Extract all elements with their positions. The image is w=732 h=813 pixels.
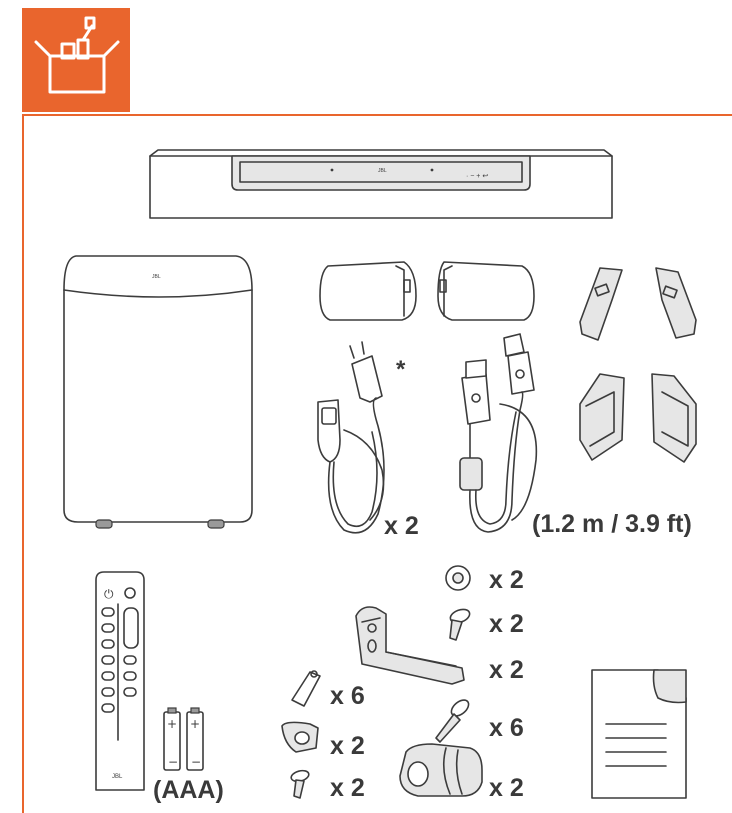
subwoofer-brand-mark: JBL: [152, 274, 161, 280]
hdmi-cable-icon: [459, 333, 538, 533]
wall-bracket-icon: [355, 606, 465, 685]
left-rule: [22, 114, 24, 813]
svg-text:+: +: [190, 717, 200, 731]
clamp-icon: [399, 743, 483, 797]
subwoofer-icon: JBL: [63, 255, 253, 529]
svg-text:+: +: [167, 717, 177, 731]
soundbar-brand-mark: JBL: [378, 168, 387, 174]
washer-qty: x 2: [489, 566, 524, 594]
speaker-brackets-icon: [579, 267, 697, 463]
svg-text:⏻: ⏻: [104, 587, 114, 601]
power-cord-icon: [317, 341, 385, 534]
small-screw-icon: [290, 769, 310, 799]
power-cord-note: *: [396, 356, 406, 383]
rear-speakers-icon: [319, 261, 535, 321]
batteries-icon: + + − −: [163, 707, 204, 771]
box-contents-icon: [34, 16, 120, 94]
header-badge: [22, 8, 130, 112]
svg-text:−: −: [168, 755, 178, 769]
remote-brand-mark: JBL: [112, 774, 123, 780]
washer-icon: [445, 565, 471, 591]
short-screw-qty: x 2: [489, 610, 524, 638]
short-screw-icon: [449, 608, 471, 641]
wall-plug-icon: [291, 670, 321, 707]
svg-text:−: −: [191, 755, 201, 769]
small-screw-qty: x 2: [330, 774, 365, 802]
wall-bracket-qty: x 2: [489, 656, 524, 684]
svg-text:· − + ↩: · − + ↩: [466, 173, 488, 180]
remote-control-icon: ⏻ JBL: [95, 571, 145, 791]
header-divider: [22, 114, 732, 116]
hdmi-cable-length: (1.2 m / 3.9 ft): [532, 510, 692, 538]
batteries-label: (AAA): [153, 776, 224, 804]
power-cord-qty: x 2: [384, 512, 419, 540]
clip-qty: x 2: [330, 732, 365, 760]
soundbar-icon: JBL · − + ↩: [149, 149, 613, 219]
long-screw-icon: [435, 699, 470, 743]
wall-plug-qty: x 6: [330, 682, 365, 710]
long-screw-qty: x 6: [489, 714, 524, 742]
clip-icon: [281, 721, 319, 753]
clamp-qty: x 2: [489, 774, 524, 802]
document-icon: [591, 669, 687, 799]
